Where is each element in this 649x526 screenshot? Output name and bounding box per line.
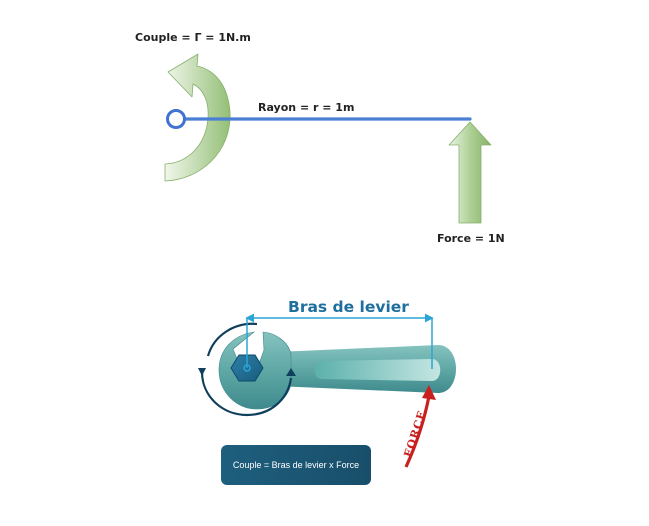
force-text: FORCE [401, 409, 428, 459]
torque-lever-diagram: Couple = Γ = 1N.m Rayon = r = 1m Force =… [135, 31, 505, 245]
force-label: Force = 1N [437, 232, 505, 245]
radius-label: Rayon = r = 1m [258, 101, 354, 114]
force-arrow: FORCE [401, 385, 436, 468]
formula-box: Couple = Bras de levier x Force [221, 445, 371, 485]
force-up-arrow [448, 121, 492, 224]
formula-text: Couple = Bras de levier x Force [232, 460, 360, 470]
lever-arm-title: Bras de levier [288, 298, 409, 316]
pivot-center [243, 364, 251, 372]
wrench [218, 331, 456, 410]
pivot-point [166, 109, 186, 129]
rotation-arrow [198, 322, 296, 417]
wrench-diagram: Bras de levier FORCE [198, 298, 456, 468]
curved-torque-arrow [164, 53, 231, 182]
torque-label: Couple = Γ = 1N.m [135, 31, 251, 44]
wrench-handle-slot [314, 359, 441, 381]
